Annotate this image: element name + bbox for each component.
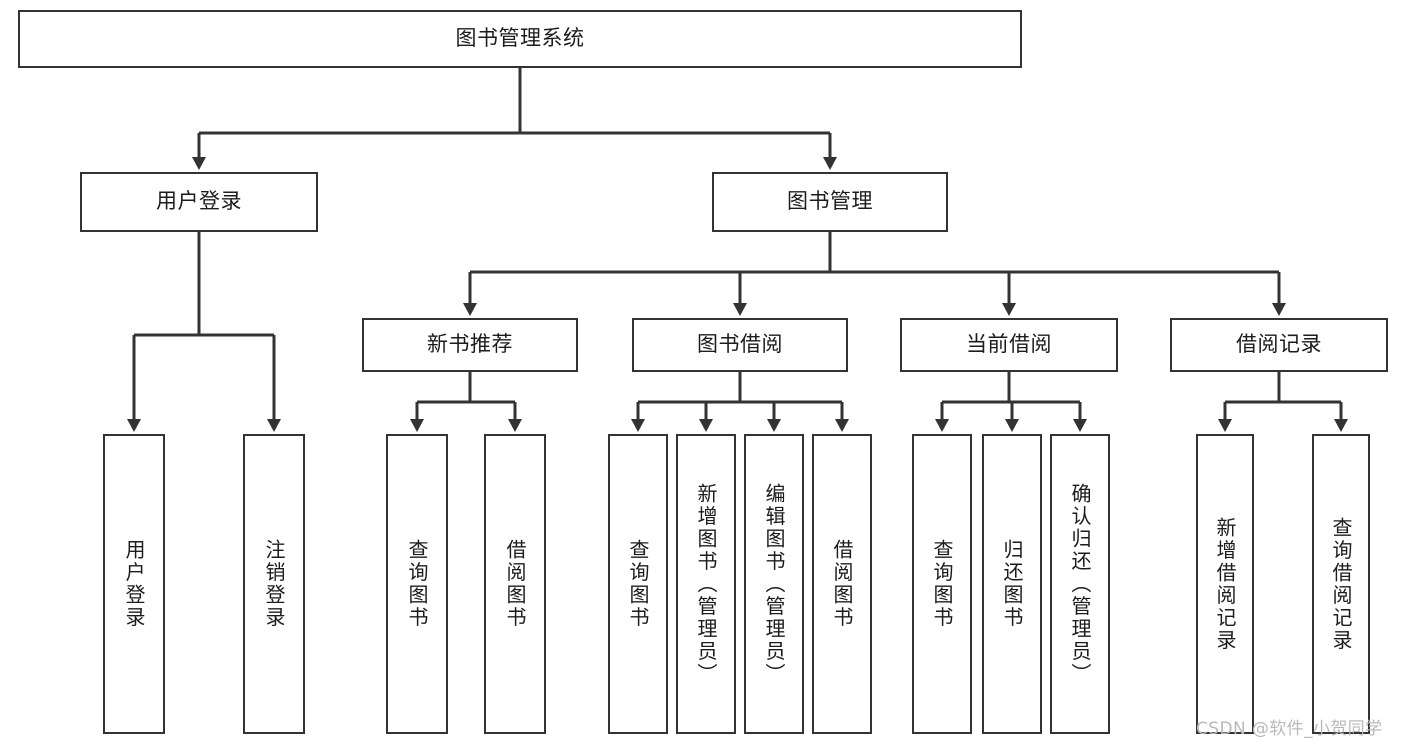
node-label: 注销登录 (262, 539, 286, 629)
node-label: 新增图书（管理员） (694, 482, 718, 686)
node-leaf-user-login[interactable]: 用户登录 (103, 434, 165, 734)
node-label: 当前借阅 (966, 332, 1052, 357)
node-leaf-query-book-current[interactable]: 查询图书 (912, 434, 972, 734)
node-book-management[interactable]: 图书管理 (712, 172, 948, 232)
node-label: 用户登录 (122, 539, 146, 629)
node-book-borrow[interactable]: 图书借阅 (632, 318, 848, 372)
node-leaf-query-book-recommendation[interactable]: 查询图书 (386, 434, 448, 734)
node-new-book-recommendation[interactable]: 新书推荐 (362, 318, 578, 372)
node-leaf-borrow-book[interactable]: 借阅图书 (812, 434, 872, 734)
node-label: 查询图书 (930, 539, 954, 629)
node-label: 用户登录 (156, 189, 242, 214)
node-leaf-add-borrow-record[interactable]: 新增借阅记录 (1196, 434, 1254, 734)
node-label: 查询图书 (626, 539, 650, 629)
node-label: 借阅图书 (830, 539, 854, 629)
node-borrow-record[interactable]: 借阅记录 (1170, 318, 1388, 372)
node-label: 借阅图书 (503, 539, 527, 629)
node-label: 查询借阅记录 (1329, 516, 1353, 652)
node-label: 确认归还（管理员） (1068, 482, 1092, 686)
node-leaf-query-borrow-record[interactable]: 查询借阅记录 (1312, 434, 1370, 734)
node-label: 借阅记录 (1236, 332, 1322, 357)
node-label: 编辑图书（管理员） (762, 482, 786, 686)
node-leaf-add-book-admin[interactable]: 新增图书（管理员） (676, 434, 736, 734)
node-user-login[interactable]: 用户登录 (80, 172, 318, 232)
node-label: 归还图书 (1000, 539, 1024, 629)
node-label: 图书管理 (787, 189, 873, 214)
node-leaf-user-logout[interactable]: 注销登录 (243, 434, 305, 734)
node-label: 图书管理系统 (455, 26, 585, 51)
node-label: 新增借阅记录 (1213, 516, 1237, 652)
node-leaf-borrow-book-recommendation[interactable]: 借阅图书 (484, 434, 546, 734)
node-current-borrow[interactable]: 当前借阅 (900, 318, 1118, 372)
node-leaf-return-book[interactable]: 归还图书 (982, 434, 1042, 734)
node-label: 新书推荐 (427, 332, 513, 357)
node-leaf-query-book-borrow[interactable]: 查询图书 (608, 434, 668, 734)
node-leaf-confirm-return-admin[interactable]: 确认归还（管理员） (1050, 434, 1110, 734)
node-label: 查询图书 (405, 539, 429, 629)
node-label: 图书借阅 (697, 332, 783, 357)
node-leaf-edit-book-admin[interactable]: 编辑图书（管理员） (744, 434, 804, 734)
node-book-management-system[interactable]: 图书管理系统 (18, 10, 1022, 68)
